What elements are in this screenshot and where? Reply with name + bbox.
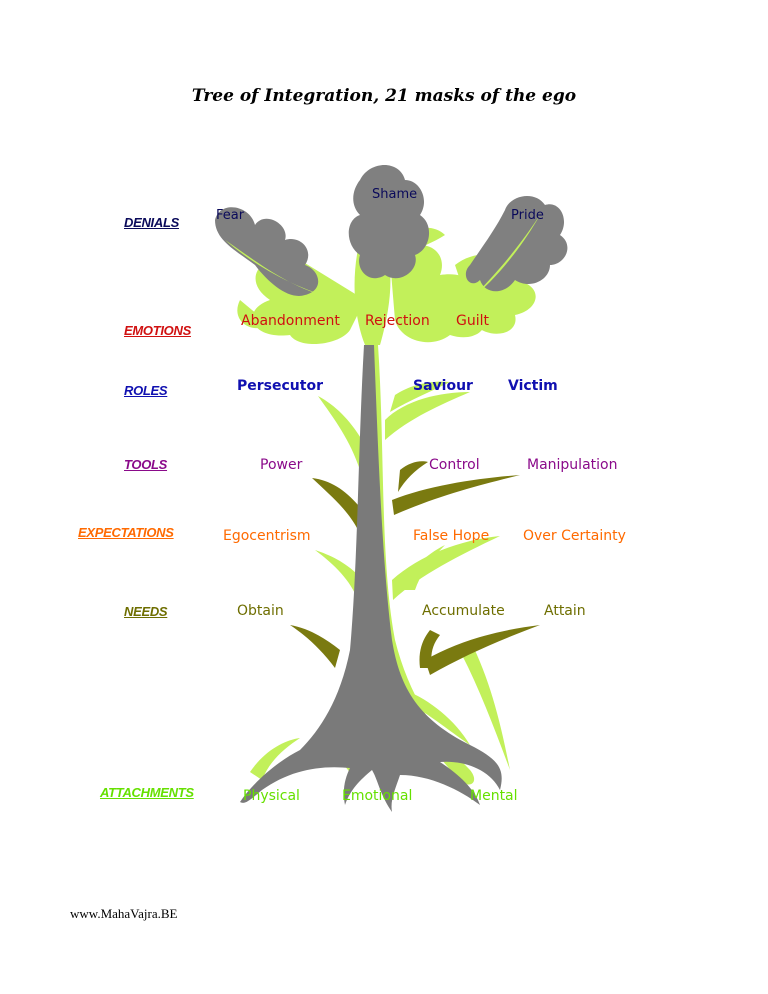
olive-branches (290, 461, 540, 675)
tool-manipulation: Manipulation (527, 457, 618, 473)
emotion-rejection: Rejection (365, 313, 430, 329)
category-expectations: EXPECTATIONS (78, 525, 174, 540)
emotion-abandonment: Abandonment (241, 313, 340, 329)
tool-power: Power (260, 457, 303, 473)
need-accumulate: Accumulate (422, 603, 505, 619)
emotion-guilt: Guilt (456, 313, 489, 329)
need-attain: Attain (544, 603, 586, 619)
expectation-egocentrism: Egocentrism (223, 528, 311, 544)
category-roles: ROLES (124, 383, 168, 398)
role-victim: Victim (508, 378, 558, 394)
attachment-mental: Mental (470, 788, 518, 804)
expectation-false-hope: False Hope (413, 528, 490, 544)
attachment-emotional: Emotional (342, 788, 413, 804)
footer-website: www.MahaVajra.BE (70, 906, 178, 921)
page-title: Tree of Integration, 21 masks of the ego (191, 86, 577, 106)
trunk (240, 345, 502, 812)
category-emotions: EMOTIONS (124, 323, 191, 338)
need-obtain: Obtain (237, 603, 284, 619)
attachment-physical: Physical (243, 788, 300, 804)
gray-leaves (215, 165, 568, 300)
category-needs: NEEDS (124, 604, 168, 619)
denial-shame: Shame (372, 187, 418, 202)
tool-control: Control (429, 457, 480, 473)
denial-fear: Fear (216, 208, 245, 223)
category-denials: DENIALS (124, 215, 179, 230)
role-persecutor: Persecutor (237, 378, 323, 394)
denial-pride: Pride (511, 208, 544, 223)
role-saviour: Saviour (413, 378, 473, 394)
category-tools: TOOLS (124, 457, 168, 472)
expectation-over-certainty: Over Certainty (523, 528, 626, 544)
category-attachments: ATTACHMENTS (100, 785, 194, 800)
